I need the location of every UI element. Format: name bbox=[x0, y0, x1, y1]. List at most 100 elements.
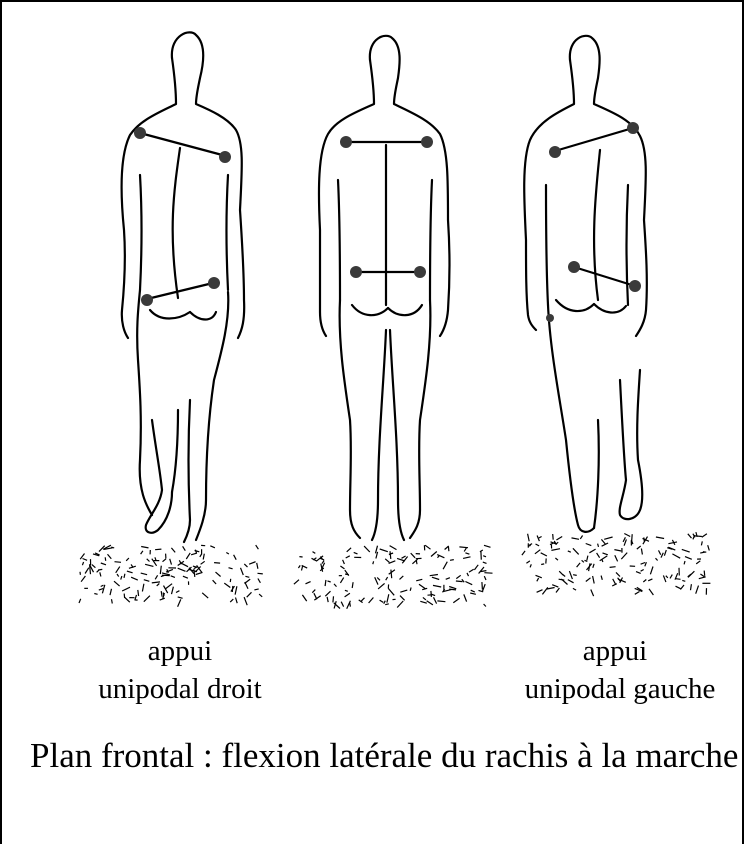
ground-speck bbox=[294, 580, 299, 585]
ground-speck bbox=[664, 550, 666, 556]
ground-speck bbox=[568, 580, 574, 583]
ground-speck bbox=[345, 590, 348, 591]
left-figure bbox=[122, 32, 245, 542]
ground-speck bbox=[203, 554, 204, 560]
ground-speck bbox=[529, 544, 532, 546]
ground-speck bbox=[427, 601, 433, 605]
ground-speck bbox=[249, 562, 256, 565]
ground-speck bbox=[641, 570, 644, 572]
ground-speck bbox=[112, 599, 113, 603]
ground-speck bbox=[171, 548, 175, 553]
ground-speck bbox=[688, 534, 692, 538]
ground-speck bbox=[115, 562, 122, 563]
ground-speck bbox=[641, 563, 646, 565]
ground-speck bbox=[539, 537, 542, 539]
ground-speck bbox=[484, 576, 486, 580]
ground-speck bbox=[152, 582, 160, 583]
ground-speck bbox=[637, 546, 641, 549]
ground-speck bbox=[598, 544, 599, 547]
ground-speck bbox=[561, 579, 567, 585]
ground-speck bbox=[589, 549, 595, 553]
ground-speck bbox=[254, 589, 258, 590]
ground-speck bbox=[388, 589, 394, 596]
ground-speck bbox=[682, 549, 690, 552]
left-label-line2: unipodal droit bbox=[80, 672, 280, 706]
ground-speck bbox=[141, 547, 148, 548]
ground-speck bbox=[537, 578, 539, 581]
ground-speck bbox=[708, 545, 710, 550]
ground-speck bbox=[346, 556, 350, 558]
ground-speck bbox=[85, 568, 89, 574]
ground-speck bbox=[703, 552, 706, 553]
ground-speck bbox=[680, 585, 684, 590]
ground-speck bbox=[483, 584, 486, 591]
ground-speck bbox=[420, 601, 427, 603]
ground-speck bbox=[425, 545, 430, 549]
ground-speck bbox=[659, 550, 661, 554]
ground-speck bbox=[178, 568, 186, 571]
ground-speck bbox=[181, 563, 188, 567]
ground-speck bbox=[343, 560, 345, 564]
ground-speck bbox=[94, 594, 97, 595]
ground-speck bbox=[361, 598, 364, 601]
ground-speck bbox=[569, 571, 572, 579]
ground-speck bbox=[536, 544, 540, 546]
center-figure bbox=[319, 36, 450, 540]
ground-speck bbox=[615, 555, 618, 561]
ground-speck bbox=[463, 557, 470, 559]
ground-speck bbox=[467, 573, 469, 576]
ground-speck bbox=[125, 597, 130, 602]
ground-speck bbox=[183, 576, 188, 578]
ground-speck bbox=[230, 599, 233, 602]
ground-speck bbox=[601, 576, 602, 580]
ground-speck bbox=[556, 537, 562, 541]
ground-speck bbox=[597, 553, 600, 558]
ground-speck bbox=[537, 590, 543, 593]
ground-speck bbox=[200, 554, 202, 557]
ground-speck bbox=[97, 570, 100, 572]
ground-speck bbox=[141, 573, 147, 575]
ground-speck bbox=[641, 549, 642, 555]
ground-speck bbox=[696, 586, 699, 594]
ground-speck bbox=[108, 554, 112, 559]
ground-speck bbox=[236, 598, 238, 604]
ground-speck bbox=[99, 589, 103, 591]
ground-speck bbox=[369, 598, 374, 604]
ground-speck bbox=[648, 579, 652, 581]
ground-speck bbox=[530, 564, 531, 567]
ground-speck bbox=[586, 544, 592, 546]
ground-speck bbox=[464, 548, 466, 552]
ground-speck bbox=[610, 567, 616, 568]
ground-speck bbox=[528, 534, 530, 542]
ground-speck bbox=[643, 580, 646, 583]
ground-speck bbox=[110, 589, 112, 595]
ground-speck bbox=[433, 585, 441, 587]
ground-speck bbox=[434, 597, 437, 603]
ground-speck bbox=[438, 555, 440, 557]
ground-speck bbox=[155, 575, 157, 579]
ground-speck bbox=[81, 576, 85, 582]
ground-speck bbox=[142, 584, 144, 592]
ground-speck bbox=[101, 585, 104, 586]
ground-speck bbox=[582, 560, 584, 562]
ground-speck bbox=[171, 576, 175, 578]
ground-speck bbox=[340, 578, 343, 583]
ground-speck bbox=[397, 601, 403, 608]
ground-speck bbox=[345, 593, 350, 597]
ground-speck bbox=[663, 575, 666, 582]
ground-speck bbox=[83, 559, 88, 561]
ground-speck bbox=[214, 563, 220, 564]
ground-speck bbox=[79, 599, 81, 603]
ground-speck bbox=[623, 537, 625, 542]
ground-speck bbox=[161, 591, 162, 597]
ground-speck bbox=[695, 536, 702, 537]
ground-speck bbox=[82, 562, 83, 565]
ground-speck bbox=[432, 577, 439, 579]
ground-speck bbox=[423, 597, 426, 600]
ground-speck bbox=[213, 580, 217, 584]
ground-speck bbox=[235, 586, 237, 594]
ground-speck bbox=[541, 553, 547, 556]
ground-speck bbox=[586, 578, 591, 582]
ground-speck bbox=[676, 586, 681, 589]
ground-speck bbox=[247, 592, 252, 597]
